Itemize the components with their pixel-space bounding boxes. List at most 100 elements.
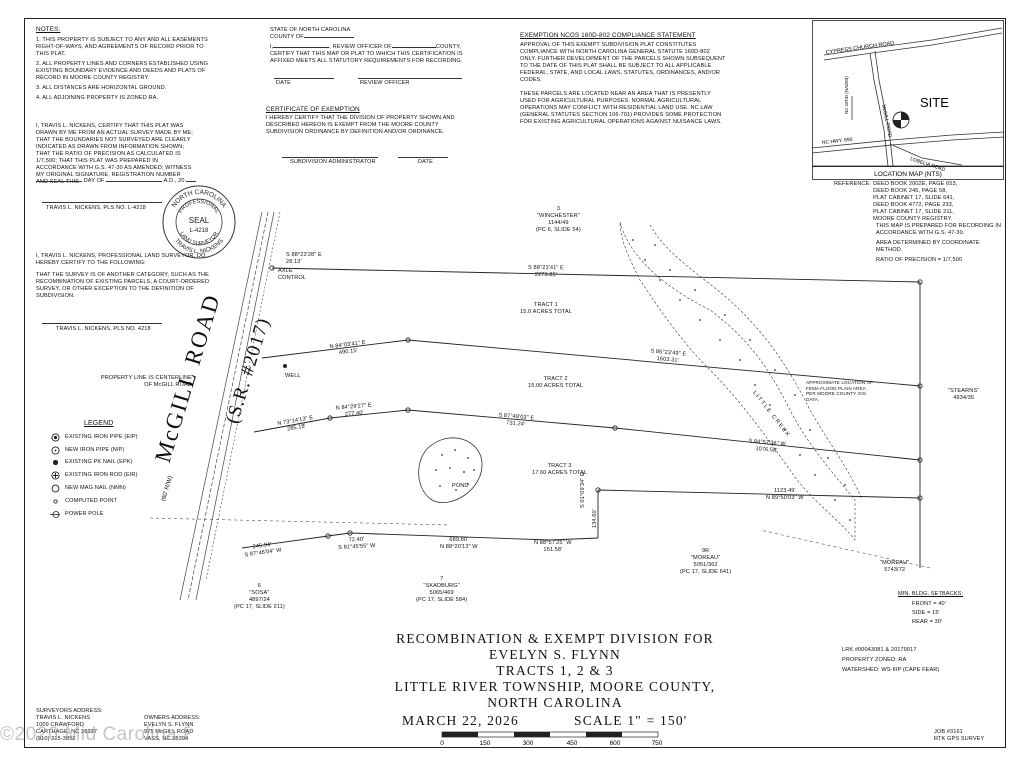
exemption-date-label: DATE — [418, 159, 433, 165]
certification2-signer: TRAVIS L. NICKENS, PLS NO. 4218 — [56, 326, 151, 332]
plat-date: MARCH 22, 2026 — [402, 713, 519, 728]
pk-nail-icon — [50, 458, 60, 468]
bearing-13-distance: 134.60' — [592, 509, 598, 528]
computed-point-icon — [50, 496, 60, 506]
title-line-1: RECOMBINATION & EXEMPT DIVISION FOR — [396, 631, 714, 646]
compliance-header: EXEMPTION NCGS 160D-802 COMPLIANCE STATE… — [520, 32, 696, 39]
job-block: JOB #3161 RTK GPS SURVEY — [934, 729, 1004, 743]
mls-watermark: ©2026 Mid Carolina Regional MLS — [0, 724, 190, 745]
bearing-8: 1123.49'N 89°50'03" W — [766, 488, 804, 501]
legend-item-nip: NEW IRON PIPE (NIP) — [65, 446, 125, 453]
note-2: 2. ALL PROPERTY LINES AND CORNERS ESTABL… — [36, 61, 209, 81]
compliance-text: APPROVAL OF THIS EXEMPT SUBDIVISION PLAT… — [520, 42, 726, 83]
reference-line: PLAT CABINET 17, SLIDE 641, — [873, 195, 955, 201]
owner-address: OWNERS ADDRESS: EVELYN S. FLYNN 975 McGI… — [144, 715, 244, 743]
existing-iron-rod-icon — [50, 471, 60, 481]
owner-name: EVELYN S. FLYNN — [144, 722, 194, 728]
notes-header: NOTES: — [36, 26, 61, 33]
info-watershed: WATERSHED: WS-IIIP (CAPE FEAR) — [842, 667, 940, 673]
setbacks-block: MIN. BLDG. SETBACKS: FRONT = 40' SIDE = … — [898, 591, 998, 626]
day-of-label: DAY OF — [83, 178, 105, 184]
well-label: WELL — [285, 373, 301, 379]
scale-tick: 600 — [610, 740, 621, 747]
info-zoned: PROPERTY ZONED: RA — [842, 657, 907, 663]
title-line-5: NORTH CAROLINA — [487, 695, 623, 710]
map-road-cypress: CYPRESS CHURCH ROAD — [825, 40, 894, 56]
seal-word: SEAL — [189, 216, 210, 225]
plat-drawing — [150, 200, 931, 621]
compliance-block: EXEMPTION NCGS 160D-802 COMPLIANCE STATE… — [520, 32, 726, 126]
new-iron-pipe-icon — [50, 445, 60, 455]
review-officer-label: REVIEW OFFICER — [360, 80, 410, 86]
certification-signer: TRAVIS L. NICKENS, PLS NO. L-4218 — [46, 205, 146, 211]
info-block: LRK #00043081 & 20170017 PROPERTY ZONED:… — [842, 647, 992, 674]
scale-tick: 300 — [523, 740, 534, 747]
review-county-suffix: COUNTY, — [435, 44, 461, 50]
adjoiner-winchester: 3"WINCHESTER"1144/49(PC 6, SLIDE 54) — [536, 206, 581, 233]
adjoiner-skadburg: 7"SKADBURG"5065/469(PC 17, SLIDE 584) — [416, 576, 468, 603]
review-county-label: COUNTY OF — [270, 34, 304, 40]
review-state: STATE OF NORTH CAROLINA — [270, 27, 351, 33]
legend-item-computed: COMPUTED POINT — [65, 497, 118, 504]
bearing-9: 689.80'N 88°20'13" W — [440, 537, 478, 550]
certification2-text: I, TRAVIS L. NICKENS, PROFESSIONAL LAND … — [36, 253, 206, 266]
surveyor-certification: I, TRAVIS L. NICKENS, CERTIFY THAT THIS … — [36, 123, 194, 186]
reference-line: DEED BOOK 4772, PAGE 233, — [873, 202, 954, 208]
seal-number: L-4218 — [190, 228, 209, 234]
certification-date-line: DAY OF A.D., 20 — [36, 178, 216, 185]
pond-label: POND — [452, 483, 469, 489]
review-date-label: DATE — [276, 80, 291, 86]
note-3: 3. ALL DISTANCES ARE HORIZONTAL GROUND. — [36, 85, 167, 91]
adjoiner-stearns: "STEARNS"4934/35 — [948, 388, 980, 401]
title-line-3: TRACTS 1, 2 & 3 — [496, 663, 614, 678]
surveyor-name: TRAVIS L. NICKENS — [36, 715, 91, 721]
title-block: RECOMBINATION & EXEMPT DIVISION FOR EVEL… — [380, 631, 730, 711]
reference-label: REFERENCE: — [834, 181, 872, 187]
map-grid-label: NC GRID (NAD83) — [844, 76, 849, 114]
job-number: JOB #3161 — [934, 729, 963, 735]
surveyor-street: 1009 CRAWFORD — [36, 722, 85, 728]
title-line-2: EVELYN S. FLYNN — [489, 647, 621, 662]
certification2-text2: THAT THE SURVEY IS OF ANOTHER CATEGORY, … — [36, 272, 210, 299]
plat-border — [24, 18, 1006, 748]
adjoiner-moreau: "MOREAU"5743/72 — [880, 560, 910, 573]
mag-nail-icon — [50, 484, 60, 494]
plat-scale: SCALE 1" = 150' — [574, 713, 688, 728]
surveyor-certification-2: I, TRAVIS L. NICKENS, PROFESSIONAL LAND … — [36, 253, 226, 300]
exemption-block: CERTIFICATE OF EXEMPTION I HEREBY CERTIF… — [266, 106, 456, 136]
centerline-note: PROPERTY LINE IS CENTERLINE OF McGILL RO… — [100, 375, 192, 388]
reference-line: DEED BOOK 245, PAGE 58, — [873, 188, 948, 194]
scale-bar: 0 150 300 450 600 750 — [440, 731, 663, 747]
scale-tick: 150 — [480, 740, 491, 747]
surveyor-phone: (910) 215-3852 — [36, 736, 76, 742]
surveyor-address: SURVEYORS ADDRESS: TRAVIS L. NICKENS 100… — [36, 708, 136, 743]
owner-street: 975 McGILL ROAD — [144, 729, 194, 735]
scale-tick: 0 — [440, 740, 444, 747]
legend: LEGEND EXISTING IRON PIPE (EIP) NEW IRON… — [50, 420, 200, 521]
exemption-header: CERTIFICATE OF EXEMPTION — [266, 106, 360, 113]
reference-note-2: AREA DETERMINED BY COORDINATE METHOD. — [876, 240, 980, 253]
scale-tick: 750 — [652, 740, 663, 747]
location-map: CYPRESS CHURCH ROAD McGILL ROAD NC HWY. … — [812, 20, 1004, 180]
bearing-13: S 01°09'34" E — [580, 472, 586, 508]
note-4: 4. ALL ADJOINING PROPERTY IS ZONED RA. — [36, 95, 159, 101]
reference-line: DEED BOOK 2002E, PAGE 653, — [873, 181, 958, 187]
adjoiner-sosa: 6"SOSA"4897/24(PC 17, SLIDE 211) — [234, 583, 285, 610]
reference-line: PLAT CABINET 17, SLIDE 211, — [873, 209, 955, 215]
flood-note: APPROXIMATE LOCATION OF FEMA FLOOD PLAIN… — [806, 380, 874, 402]
scale-tick: 450 — [567, 740, 578, 747]
setback-side: SIDE = 15' — [912, 610, 940, 616]
title-line-4: LITTLE RIVER TOWNSHIP, MOORE COUNTY, — [394, 679, 716, 694]
reference-note-3: RATIO OF PRECISION = 1/7,500 — [876, 257, 963, 263]
exemption-text: I HEREBY CERTIFY THAT THE DIVISION OF PR… — [266, 115, 455, 135]
reference-note-1: THIS MAP IS PREPARED FOR RECORDING IN AC… — [876, 223, 1002, 236]
owner-address-label: OWNERS ADDRESS: — [144, 715, 201, 721]
reference-notes: THIS MAP IS PREPARED FOR RECORDING IN AC… — [876, 223, 1004, 264]
